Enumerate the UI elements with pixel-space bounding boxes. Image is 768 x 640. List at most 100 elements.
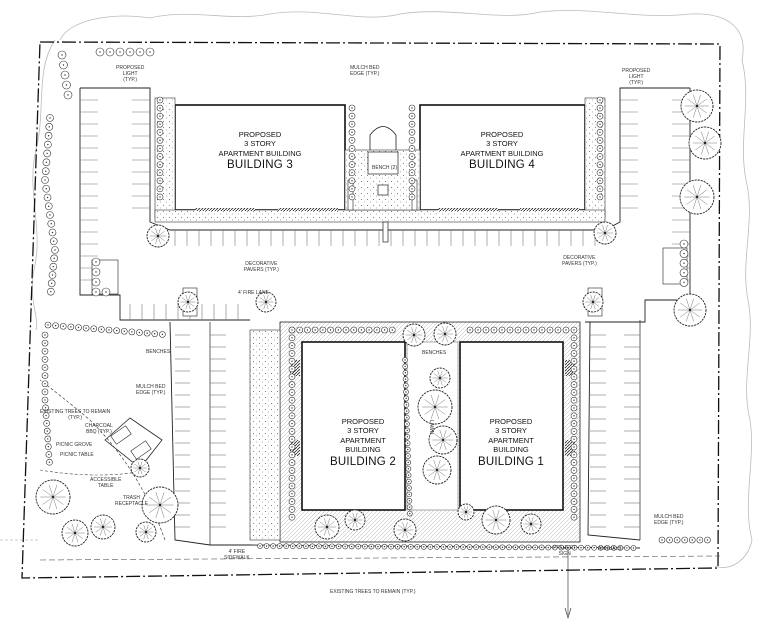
shrub	[46, 211, 54, 219]
shrub	[41, 396, 49, 404]
tree	[433, 322, 457, 346]
shrub	[404, 446, 411, 453]
shrub	[570, 334, 578, 342]
shrub	[405, 472, 412, 479]
trash-l2: RECEPTACLE	[115, 500, 148, 507]
shrub	[156, 169, 164, 176]
shrub	[125, 47, 135, 57]
shrub	[679, 249, 689, 258]
shrub	[403, 401, 410, 408]
shrub	[348, 543, 355, 550]
building-3-line1: PROPOSED	[238, 130, 282, 139]
shrub	[91, 267, 101, 277]
building-2-label: PROPOSED 3 STORY APARTMENT BUILDING BUIL…	[318, 417, 408, 469]
shrub	[348, 153, 356, 160]
shrub	[288, 326, 296, 334]
shrub	[44, 435, 52, 443]
shrub	[681, 536, 689, 544]
shrub	[570, 459, 578, 466]
shrub	[408, 193, 416, 201]
label-fire-sidewalk: 4' FIRE SIDEWALK	[224, 549, 250, 562]
shrub	[304, 326, 311, 334]
shrub	[44, 140, 52, 149]
tree	[593, 221, 617, 245]
shrub	[405, 465, 412, 472]
building-1-line2: 3 STORY	[495, 426, 527, 436]
shrub	[59, 60, 68, 70]
shrub	[288, 428, 296, 435]
shrub	[105, 326, 113, 334]
shrub	[591, 544, 597, 551]
building-1-label: PROPOSED 3 STORY APARTMENT BUILDING BUIL…	[466, 417, 556, 469]
shrub	[570, 412, 578, 420]
label-proposed-light-left: PROPOSED LIGHT (TYP.)	[116, 65, 144, 83]
shrub	[570, 404, 578, 412]
charcoal-l2: BBQ (TYP.)	[86, 428, 112, 435]
shrub	[44, 131, 53, 140]
building-4-line3: APARTMENT BUILDING	[460, 148, 544, 158]
existing-trees-left-l2: (TYP.)	[68, 414, 83, 421]
label-picnic-grove: PICNIC GROVE	[56, 442, 93, 448]
shrub	[156, 112, 164, 120]
shrub	[408, 177, 416, 185]
shrub	[60, 70, 70, 80]
existing-trees-left-l1: EXISTING TREES TO REMAIN	[40, 409, 111, 415]
shrub	[405, 478, 412, 485]
shrub	[41, 380, 49, 388]
shrub	[570, 350, 578, 357]
shrub	[288, 350, 296, 357]
shrub	[570, 435, 578, 443]
shrub	[43, 420, 50, 427]
label-existing-trees-bottom: EXISTING TREES TO REMAIN (TYP.)	[330, 589, 416, 595]
shrub	[348, 185, 356, 193]
light-right-l1: PROPOSED	[622, 68, 651, 74]
shrub	[41, 176, 49, 184]
shrub	[381, 543, 388, 550]
shrub	[322, 543, 329, 550]
tree	[393, 518, 417, 542]
shrub	[408, 112, 416, 120]
label-pavers-left: DECORATIVE PAVERS (TYP.)	[244, 261, 279, 274]
fire-sidewalk-l2: SIDEWALK	[224, 554, 250, 561]
shrub	[348, 177, 356, 185]
shrub	[296, 543, 303, 550]
label-benches-center: BENCHES	[422, 350, 447, 356]
shrub	[596, 177, 604, 185]
shrub	[406, 510, 413, 517]
tree	[146, 224, 170, 248]
shrub	[596, 104, 604, 112]
shrub	[67, 323, 75, 331]
shrub	[578, 544, 584, 551]
mulch-right-l1: MULCH BED	[654, 514, 684, 520]
light-left-l2: LIGHT	[122, 70, 138, 77]
shrub	[151, 330, 159, 338]
shrub	[156, 96, 164, 104]
shrub	[570, 357, 578, 365]
shrub	[41, 347, 49, 355]
tree	[481, 505, 511, 535]
shrub	[408, 120, 416, 128]
building-1-line1: PROPOSED	[489, 417, 533, 426]
shrub	[47, 287, 55, 296]
shrub	[408, 169, 416, 176]
shrub	[335, 543, 342, 550]
shrub	[316, 543, 322, 550]
tree	[135, 521, 157, 543]
shrub	[113, 327, 120, 334]
shrub	[120, 327, 128, 335]
trash-l1: TRASH	[123, 495, 140, 501]
fire-sidewalk-l1: 4' FIRE	[228, 549, 246, 555]
shrub	[348, 137, 356, 144]
shrub	[596, 161, 604, 168]
shrub	[156, 161, 164, 168]
shrub	[270, 543, 276, 549]
shrub	[41, 167, 50, 175]
pavers-left-l1: DECORATIVE	[245, 261, 278, 267]
shrub	[63, 90, 73, 100]
shrub	[319, 326, 327, 334]
shrub	[41, 339, 49, 347]
shrub	[257, 543, 263, 549]
shrub	[327, 326, 334, 334]
shrub	[350, 326, 358, 334]
tree	[255, 291, 277, 313]
